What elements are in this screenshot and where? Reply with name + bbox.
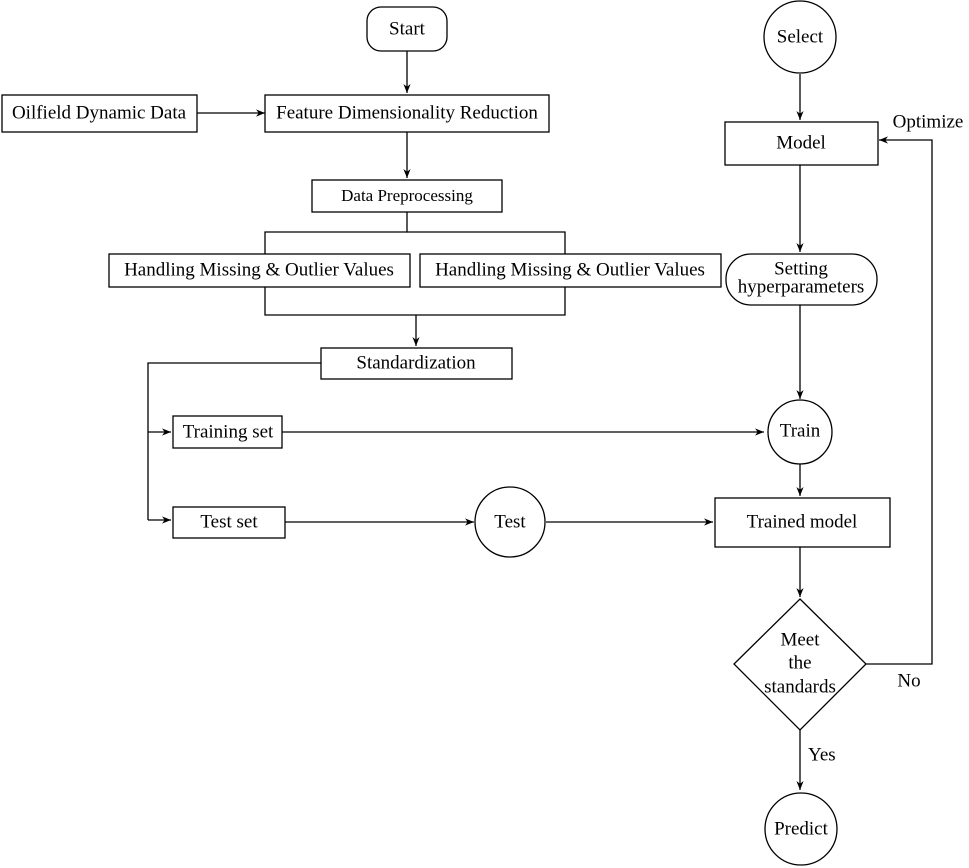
- node-oilfield-data: Oilfield Dynamic Data: [1, 94, 198, 133]
- setting-hyper-label-line1: Setting: [774, 258, 828, 279]
- node-handling-missing-left: Handling Missing & Outlier Values: [108, 253, 411, 288]
- branch-standardization: [147, 362, 321, 520]
- data-preprocessing-label: Data Preprocessing: [341, 186, 473, 205]
- standardization-label: Standardization: [356, 352, 476, 373]
- model-label: Model: [776, 132, 826, 153]
- node-train: Train: [767, 399, 833, 465]
- merge-handling: [264, 287, 566, 316]
- handling-missing-left-label: Handling Missing & Outlier Values: [124, 259, 394, 280]
- node-select: Select: [763, 0, 837, 74]
- arrow-decision-no-optimize: [866, 136, 933, 665]
- node-handling-missing-right: Handling Missing & Outlier Values: [419, 253, 722, 288]
- edge-label-yes: Yes: [808, 744, 836, 765]
- node-decision-meet-standards: Meet the standards: [733, 598, 867, 731]
- feature-reduction-label: Feature Dimensionality Reduction: [276, 102, 538, 123]
- node-trained-model: Trained model: [714, 497, 891, 548]
- handling-missing-right-label: Handling Missing & Outlier Values: [435, 259, 705, 280]
- node-test-set: Test set: [172, 506, 286, 539]
- node-data-preprocessing: Data Preprocessing: [311, 179, 503, 213]
- training-set-label: Training set: [183, 421, 274, 442]
- decision-label-line2: the: [788, 652, 811, 673]
- node-test: Test: [474, 486, 546, 558]
- decision-label-line3: standards: [764, 676, 836, 697]
- node-start: Start: [366, 6, 448, 52]
- test-label: Test: [494, 511, 526, 532]
- node-feature-reduction: Feature Dimensionality Reduction: [264, 94, 550, 133]
- train-label: Train: [780, 420, 821, 441]
- edge-label-no: No: [897, 670, 920, 691]
- connectors: [147, 51, 933, 790]
- node-setting-hyperparameters: Setting hyperparameters: [725, 253, 878, 306]
- node-training-set: Training set: [172, 415, 283, 449]
- oilfield-data-label: Oilfield Dynamic Data: [12, 102, 187, 123]
- decision-label-line1: Meet: [780, 629, 820, 650]
- test-set-label: Test set: [200, 511, 258, 532]
- split-preprocessing-right: [407, 231, 566, 254]
- start-label: Start: [389, 18, 426, 39]
- predict-label: Predict: [774, 818, 829, 839]
- setting-hyper-label-line2: hyperparameters: [738, 276, 865, 297]
- node-standardization: Standardization: [320, 347, 513, 380]
- node-model: Model: [724, 121, 879, 166]
- trained-model-label: Trained model: [747, 511, 858, 532]
- select-label: Select: [777, 26, 824, 47]
- split-preprocessing: [264, 212, 408, 254]
- node-predict: Predict: [764, 792, 838, 866]
- edge-label-optimize: Optimize: [893, 111, 964, 132]
